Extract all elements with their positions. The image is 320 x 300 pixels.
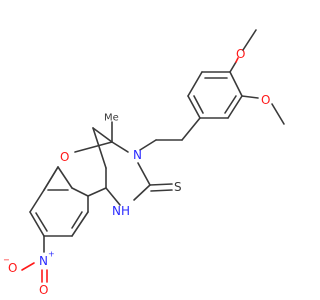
bond [43, 166, 59, 191]
bond [227, 95, 243, 119]
methyl-bond [242, 29, 257, 51]
bond [57, 166, 73, 189]
methoxy-right: O [241, 93, 285, 125]
atom-methyl: Me [104, 113, 119, 124]
nitro-plus-charge: + [48, 250, 55, 259]
bond [74, 141, 113, 153]
bond [111, 141, 129, 153]
bond [187, 71, 203, 97]
double-bond-inner [71, 211, 83, 229]
bond [71, 187, 89, 197]
bond [235, 57, 239, 63]
methoxy-top: O [229, 29, 257, 73]
atom-nh: NH [112, 204, 130, 218]
bond [137, 162, 151, 186]
molecule-canvas: O O N [3, 29, 285, 297]
bond [92, 127, 113, 143]
bicyclic-core [74, 121, 173, 206]
double-bond [149, 183, 173, 186]
bond [71, 211, 89, 237]
atom-n-amine: N [133, 148, 142, 162]
atom-o-nitro-bottom: O [39, 283, 48, 297]
ethyl-linker [139, 117, 201, 151]
atom-o-methoxy-right: O [261, 93, 270, 107]
bond [181, 117, 201, 141]
nitro-group: N + O − O [3, 235, 55, 297]
bond [133, 184, 151, 201]
bond [29, 211, 45, 237]
double-bond [150, 189, 173, 192]
bond [21, 262, 35, 271]
nitrobenzene-ring [29, 166, 89, 237]
nitro-minus-charge: − [3, 256, 10, 265]
bond [92, 127, 107, 169]
bond [87, 187, 107, 197]
bond [29, 189, 45, 213]
atom-s-thione: S [174, 180, 182, 194]
dimethoxyphenyl-ring [187, 71, 243, 119]
bond [229, 71, 243, 97]
atom-o-methoxy-top: O [236, 47, 245, 61]
bond [139, 139, 157, 151]
double-bond-inner [224, 95, 237, 114]
bond [187, 95, 201, 119]
atom-n-nitro: N [39, 254, 48, 268]
atom-o-nitro-left: O [8, 261, 17, 275]
bond [105, 187, 121, 206]
double-bond-inner [193, 95, 204, 114]
bond [241, 95, 259, 99]
atom-o-ring: O [60, 150, 69, 164]
methyl-bond [271, 103, 285, 125]
bond [229, 61, 237, 73]
structure-diagram: O O N [3, 29, 285, 297]
double-bond-inner [35, 212, 48, 232]
